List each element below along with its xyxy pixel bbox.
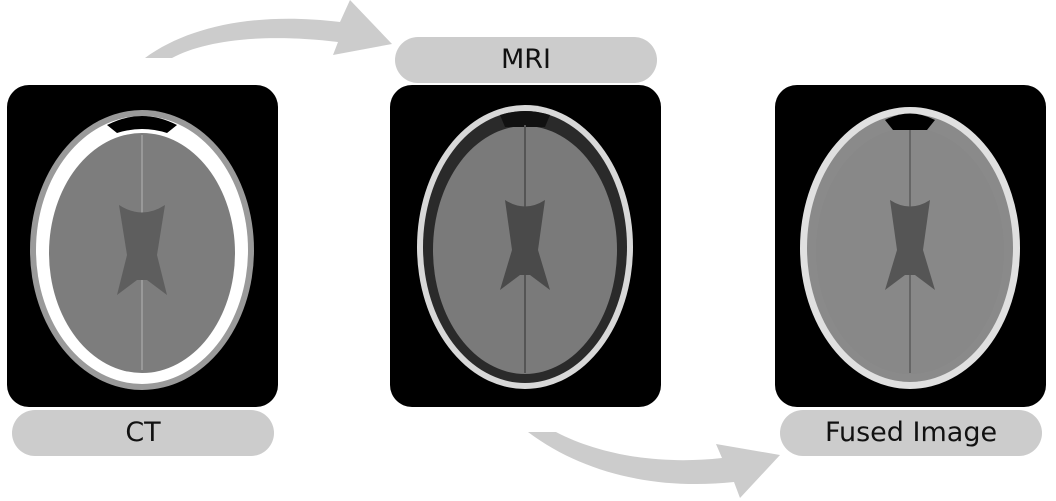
mri-label: MRI: [395, 37, 657, 83]
ct-image-panel: [7, 85, 278, 407]
ct-label: CT: [12, 410, 274, 456]
fused-image-label: Fused Image: [780, 410, 1042, 456]
mri-image-panel: [390, 85, 661, 407]
arrow-ct-to-mri: [145, 0, 392, 58]
fused-image-panel: [775, 85, 1046, 407]
mri-brain-scan: [417, 105, 633, 389]
arrow-mri-to-fused: [528, 432, 780, 498]
fused-brain-scan: [800, 107, 1020, 389]
ct-brain-scan: [30, 110, 254, 390]
